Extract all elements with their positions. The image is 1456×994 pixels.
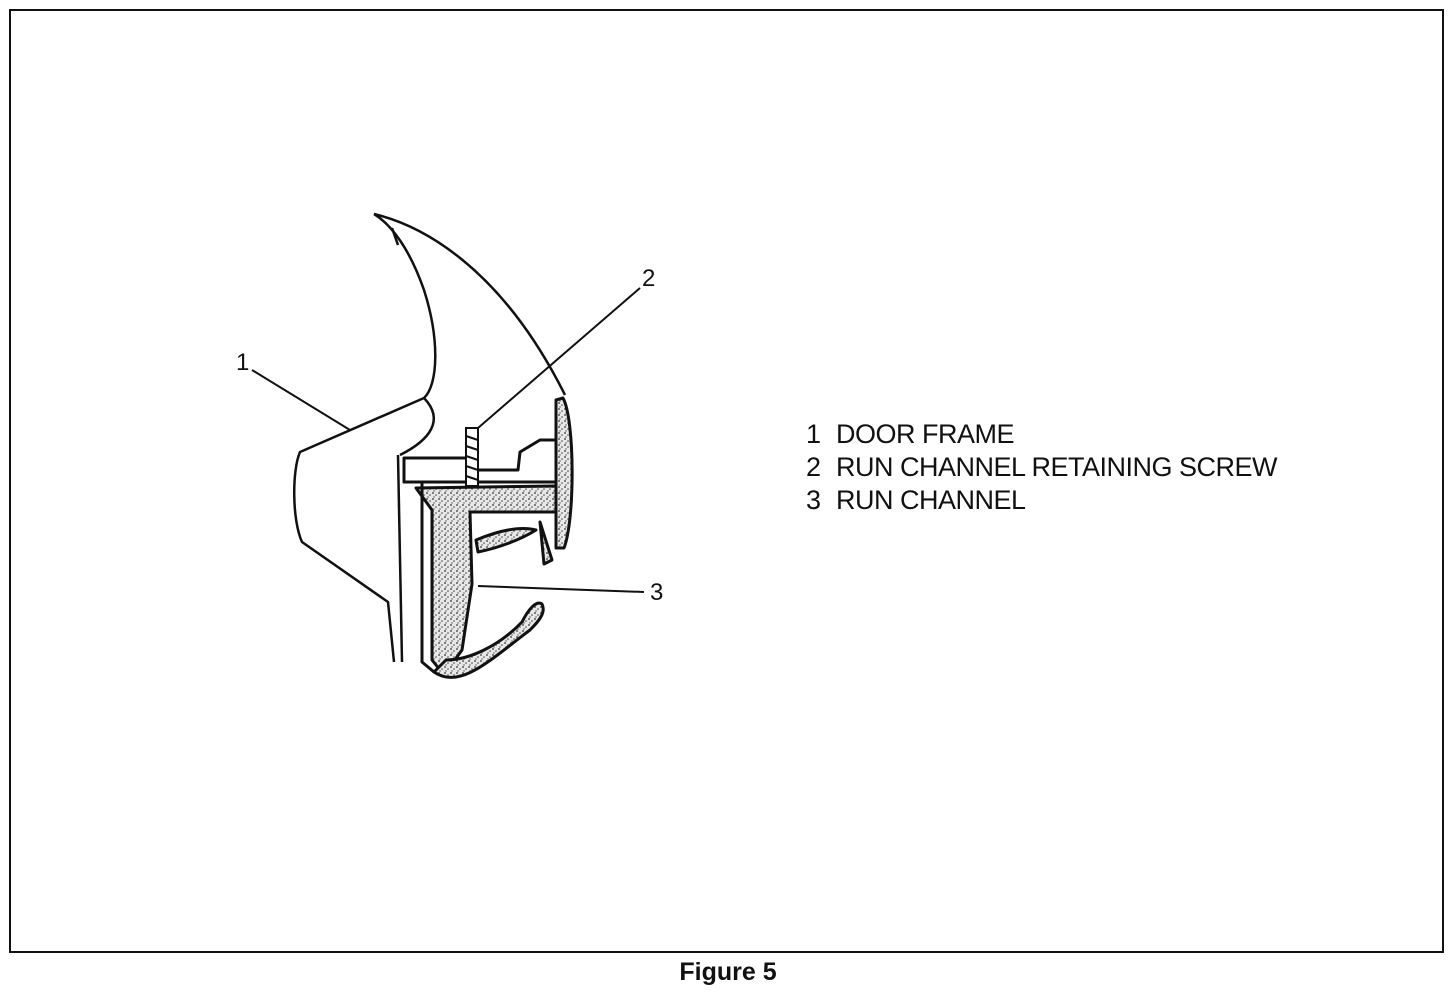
figure-border: [9, 9, 1444, 953]
legend-item-label: RUN CHANNEL: [836, 485, 1026, 515]
legend-item-label: DOOR FRAME: [836, 419, 1015, 449]
callout-number-2: 2: [642, 265, 655, 292]
run-channel-illustration: [402, 396, 574, 679]
leader-line-1: [251, 369, 351, 431]
legend-list: 1 DOOR FRAME 2 RUN CHANNEL RETAINING SCREW…: [806, 418, 1278, 517]
callout-number-1: 1: [236, 349, 249, 376]
door-frame-illustration: [293, 212, 567, 663]
legend-item-number: 2: [806, 452, 821, 482]
retaining-screw-illustration: [465, 427, 479, 487]
legend-item-number: 1: [806, 419, 821, 449]
legend-item: 1 DOOR FRAME: [806, 418, 1277, 451]
legend-item-label: RUN CHANNEL RETAINING SCREW: [836, 452, 1278, 482]
figure-caption: Figure 5: [679, 958, 777, 986]
legend-item-number: 3: [806, 485, 821, 515]
legend-item: 3 RUN CHANNEL: [806, 484, 1277, 517]
leader-line-2: [477, 287, 641, 429]
callout-number-3: 3: [650, 579, 663, 606]
leader-line-3: [477, 585, 645, 593]
legend-item: 2 RUN CHANNEL RETAINING SCREW: [806, 451, 1278, 484]
